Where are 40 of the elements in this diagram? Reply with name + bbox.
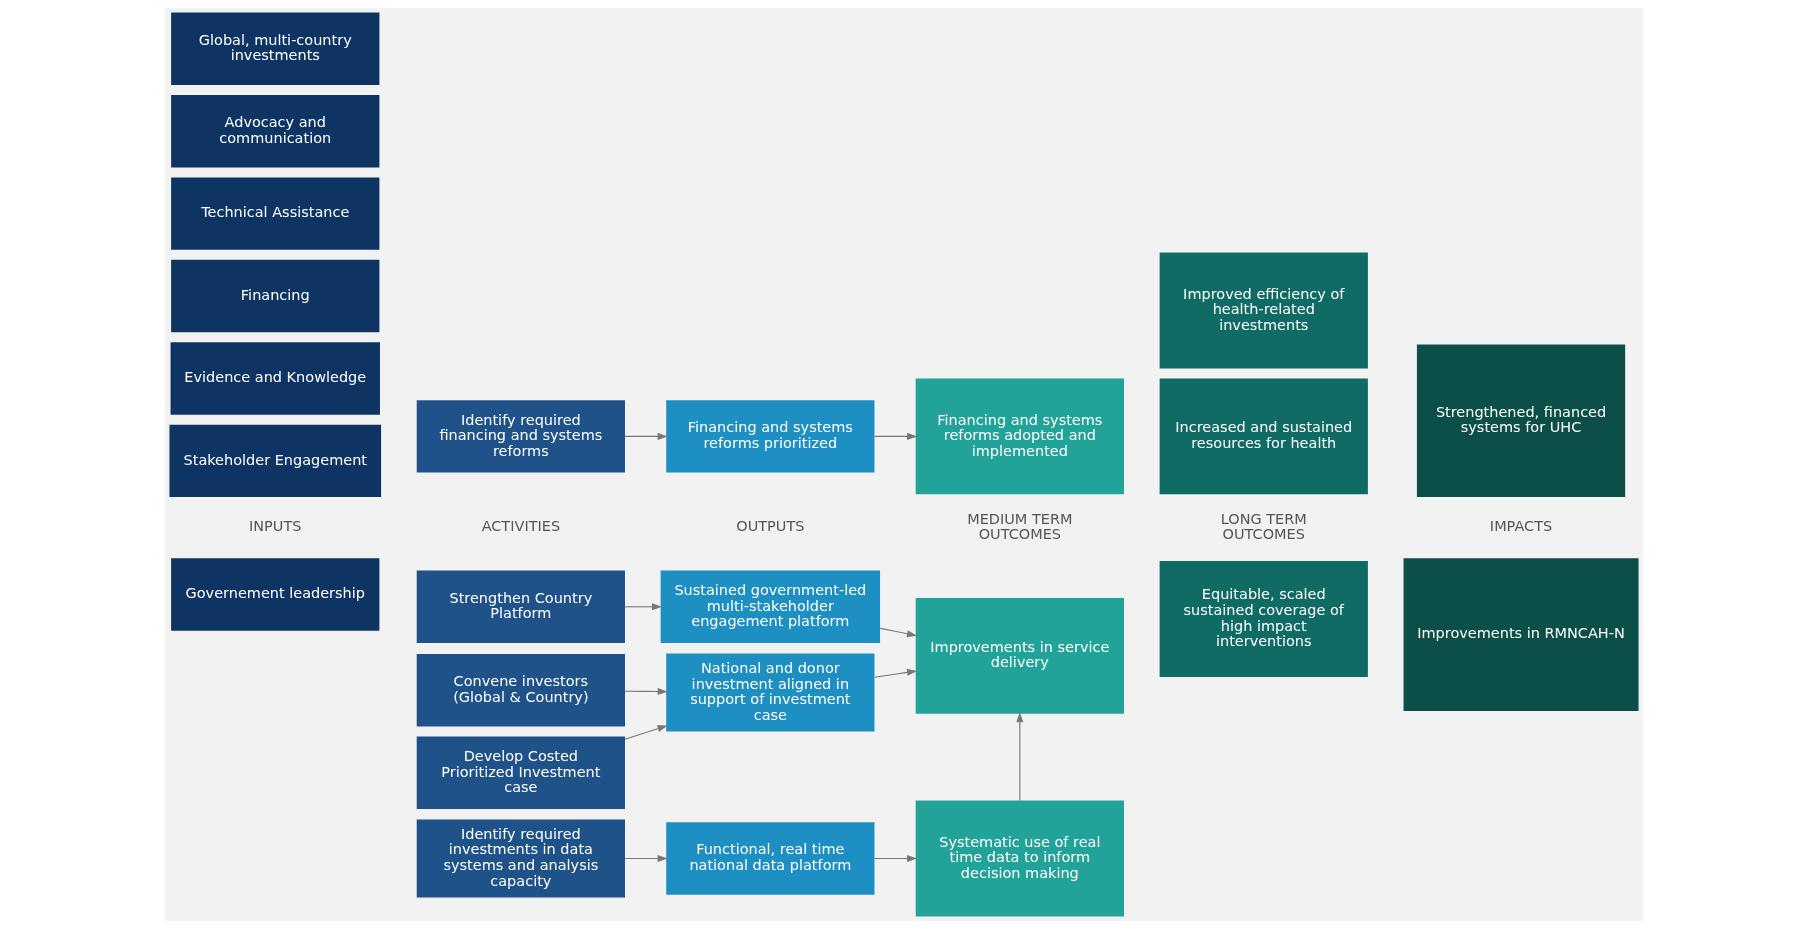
node-box: Financing and systems reforms prioritized bbox=[665, 400, 874, 473]
node-box: Technical Assistance bbox=[170, 177, 379, 250]
node-box: Strengthened, financed systems for UHC bbox=[1416, 344, 1625, 498]
node-box: Identify required financing and systems reforms bbox=[416, 400, 625, 473]
node-box: Functional, real time national data platform bbox=[665, 822, 874, 895]
arrow bbox=[624, 688, 668, 696]
arrow bbox=[624, 603, 662, 611]
node-box: Evidence and Knowledge bbox=[170, 342, 380, 415]
node-box: Improved efficiency of health-related investments bbox=[1159, 252, 1368, 369]
node-box: Strengthen Country Platform bbox=[416, 570, 625, 643]
arrow bbox=[624, 432, 668, 440]
node-box: Equitable, scaled sustained coverage of high impact interventions bbox=[1159, 561, 1368, 677]
node-box: Financing and systems reforms adopted and implemented bbox=[915, 378, 1124, 495]
arrow bbox=[1015, 712, 1023, 801]
label: ACTIVITIES bbox=[481, 518, 560, 535]
arrow bbox=[879, 627, 917, 638]
node-box: Financing bbox=[170, 259, 379, 333]
label: OUTPUTS bbox=[735, 518, 804, 535]
label: LONG TERM OUTCOMES bbox=[1220, 510, 1307, 543]
label: INPUTS bbox=[248, 518, 301, 535]
label: MEDIUM TERM OUTCOMES bbox=[966, 510, 1072, 543]
node-box: Convene investors (Global & Country) bbox=[416, 654, 625, 727]
arrow bbox=[624, 855, 668, 862]
arrow bbox=[873, 668, 917, 678]
node-box: Stakeholder Engagement bbox=[168, 424, 381, 498]
node-box: Increased and sustained resources for health bbox=[1159, 378, 1368, 495]
arrow bbox=[624, 725, 668, 740]
arrow bbox=[873, 855, 917, 862]
node-box: National and donor investment aligned in support of investment case bbox=[665, 653, 874, 732]
node-box: Identify required investments in data systems and analysis capacity bbox=[416, 819, 625, 898]
node-box: Improvements in service delivery bbox=[915, 597, 1124, 714]
arrow bbox=[873, 432, 917, 440]
node-box: Sustained government-led multi-stakeholder engagement platform bbox=[660, 570, 880, 643]
node-box: Develop Costed Prioritized Investment case bbox=[416, 736, 625, 809]
node-box: Systematic use of real time data to inform decision making bbox=[915, 800, 1124, 917]
node-box: Advocacy and communication bbox=[170, 95, 379, 168]
node-box: Global, multi-country investments bbox=[170, 12, 379, 85]
label: IMPACTS bbox=[1489, 518, 1552, 535]
node-box: Improvements in RMNCAH-N bbox=[1403, 558, 1639, 711]
node-box: Governement leadership bbox=[170, 558, 379, 631]
